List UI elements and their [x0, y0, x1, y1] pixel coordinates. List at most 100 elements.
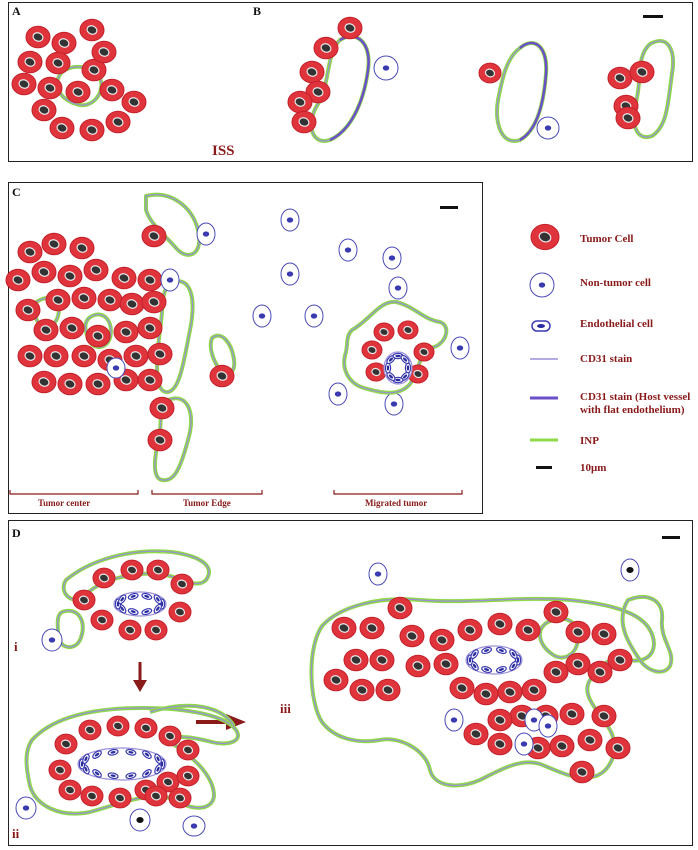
tumor-nucleus: [48, 239, 60, 249]
endothelial-nucleus: [144, 752, 150, 757]
tumor-nucleus: [614, 655, 626, 665]
tumor-nucleus: [312, 87, 324, 97]
stage-label-ii: ii: [12, 826, 20, 841]
non-tumor-nucleus: [258, 313, 266, 319]
tumor-nucleus: [584, 735, 596, 745]
tumor-nucleus: [148, 231, 160, 241]
tumor-nucleus: [50, 351, 62, 361]
tumor-nucleus: [394, 603, 406, 613]
region-bracket: [151, 490, 263, 495]
non-tumor-nucleus: [344, 247, 352, 253]
tumor-nucleus: [112, 117, 124, 127]
tumor-nucleus: [367, 345, 377, 355]
tumor-nucleus: [294, 97, 306, 107]
tumor-nucleus: [72, 87, 84, 97]
tumor-nucleus: [66, 323, 78, 333]
tumor-nucleus: [298, 117, 310, 127]
non-tumor-nucleus: [390, 401, 398, 407]
tumor-nucleus: [614, 73, 626, 83]
region-label-tumor-edge: Tumor Edge: [183, 498, 231, 508]
non-tumor-nucleus: [388, 255, 396, 261]
tumor-nucleus: [78, 351, 90, 361]
tumor-nucleus: [572, 659, 584, 669]
tumor-nucleus: [144, 375, 156, 385]
tumor-nucleus: [98, 573, 110, 583]
tumor-nucleus: [120, 327, 132, 337]
endothelial-nucleus: [484, 668, 490, 671]
tumor-nucleus: [44, 83, 56, 93]
tumor-nucleus: [84, 725, 96, 735]
tumor-nucleus: [494, 619, 506, 629]
non-tumor-nucleus: [190, 823, 198, 829]
tumor-nucleus: [412, 661, 424, 671]
tumor-nucleus: [92, 331, 104, 341]
tumor-nucleus: [130, 351, 142, 361]
cd31-outline: [149, 705, 235, 727]
tumor-nucleus: [403, 325, 413, 335]
tumor-nucleus: [78, 293, 90, 303]
tumor-nucleus: [550, 667, 562, 677]
tumor-nucleus: [406, 631, 418, 641]
tumor-nucleus: [64, 785, 76, 795]
tumor-nucleus: [86, 25, 98, 35]
endothelial-nucleus: [110, 750, 116, 754]
endothelial-nucleus: [498, 668, 504, 671]
endothelial-nucleus: [120, 597, 125, 602]
tumor-nucleus: [494, 715, 506, 725]
legend-label-host-vessel-2: with flat endothelium): [580, 404, 685, 416]
tumor-nucleus: [176, 579, 188, 589]
endothelial-nucleus: [472, 663, 477, 669]
tumor-nucleus: [413, 369, 423, 379]
tumor-nucleus: [464, 625, 476, 635]
tumor-nucleus: [622, 113, 634, 123]
panel-c-label: C: [12, 185, 21, 199]
tumor-nucleus: [528, 685, 540, 695]
tumor-nucleus: [174, 793, 186, 803]
arrow-head: [133, 680, 147, 692]
region-bracket: [333, 490, 463, 495]
tumor-nucleus: [154, 349, 166, 359]
endothelial-nucleus: [144, 771, 150, 776]
tumor-nucleus: [22, 305, 34, 315]
scale-bar-icon: [536, 466, 552, 469]
endothelial-nucleus: [498, 649, 504, 652]
vessel-outline: [465, 645, 523, 675]
tumor-nucleus: [104, 295, 116, 305]
tumor-nucleus: [148, 297, 160, 307]
tumor-nucleus: [162, 777, 174, 787]
tumor-nucleus: [76, 243, 88, 253]
tumor-nucleus: [86, 791, 98, 801]
non-tumor-nucleus: [286, 271, 294, 277]
tumor-nucleus: [32, 32, 44, 42]
tumor-nucleus: [366, 623, 378, 633]
cd31-outline: [539, 618, 579, 659]
endothelial-nucleus: [156, 756, 160, 762]
tumor-nucleus: [550, 607, 562, 617]
tumor-nucleus: [140, 723, 152, 733]
tumor-nucleus: [494, 739, 506, 749]
tumor-nucleus: [38, 105, 50, 115]
non-tumor-nucleus: [382, 65, 390, 71]
tumor-nucleus: [24, 247, 36, 257]
tumor-nucleus: [118, 273, 130, 283]
iss-label: ISS: [212, 143, 235, 159]
tumor-nucleus: [456, 683, 468, 693]
tumor-nucleus: [182, 745, 194, 755]
tumor-nucleus: [40, 325, 52, 335]
stage-label-iii: iii: [280, 701, 291, 716]
tumor-nucleus: [98, 47, 110, 57]
tumor-nucleus: [566, 709, 578, 719]
vessel-outline: [113, 591, 167, 617]
tumor-nucleus: [128, 97, 140, 107]
endothelial-nucleus: [472, 651, 477, 657]
non-tumor-nucleus: [544, 125, 552, 131]
dark-nucleus: [136, 817, 144, 823]
endothelial-nucleus: [144, 610, 150, 614]
tumor-nucleus: [182, 771, 194, 781]
endothelial-nucleus: [130, 594, 136, 598]
tumor-nucleus: [156, 403, 168, 413]
tumor-nucleus: [522, 625, 534, 635]
non-tumor-nucleus: [530, 717, 538, 723]
non-tumor-nucleus: [456, 345, 464, 351]
cd31-outline: [57, 610, 84, 648]
